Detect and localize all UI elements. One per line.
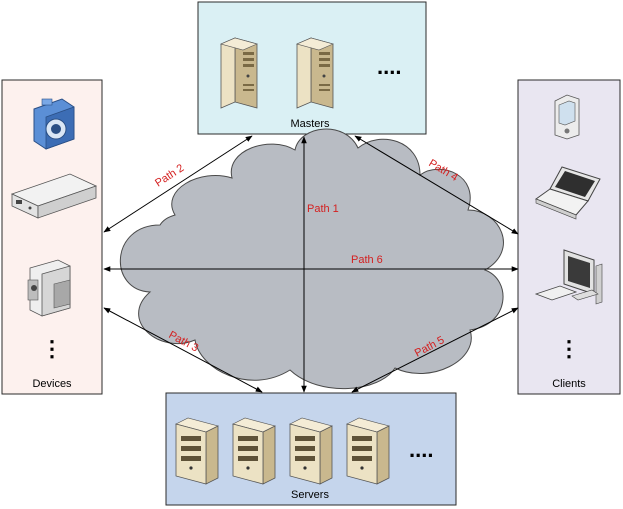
desktop-pc-icon	[534, 249, 603, 305]
pda-icon	[554, 94, 580, 140]
server-unit-4	[346, 417, 390, 485]
devices-more: ⋮	[41, 336, 63, 361]
laptop-icon	[534, 166, 601, 220]
servers-more: ....	[409, 437, 433, 462]
server-icon	[346, 417, 390, 485]
server-tower-icon	[220, 37, 258, 109]
camcorder-icon	[27, 259, 71, 317]
clients-label: Clients	[552, 378, 586, 390]
clients-more: ⋮	[558, 336, 580, 361]
server-unit-2	[232, 417, 276, 485]
masters-more: ....	[377, 54, 401, 79]
path-5-line	[351, 307, 519, 393]
master-server-2	[296, 37, 334, 109]
server-unit-3	[289, 417, 333, 485]
path-3-line	[103, 307, 263, 393]
server-icon	[232, 417, 276, 485]
servers-label: Servers	[291, 489, 329, 501]
path-2-line	[103, 135, 253, 233]
path-1-label: Path 1	[307, 203, 339, 215]
masters-label: Masters	[290, 118, 330, 130]
server-unit-1	[175, 417, 219, 485]
devices-label: Devices	[32, 378, 72, 390]
path-4-line	[354, 135, 519, 235]
path-2-label: Path 2	[153, 162, 186, 189]
server-icon	[289, 417, 333, 485]
server-icon	[175, 417, 219, 485]
path-6-label: Path 6	[351, 254, 383, 266]
master-server-1	[220, 37, 258, 109]
set-top-box-icon	[10, 173, 98, 219]
server-tower-icon	[296, 37, 334, 109]
camera-icon	[33, 98, 75, 150]
